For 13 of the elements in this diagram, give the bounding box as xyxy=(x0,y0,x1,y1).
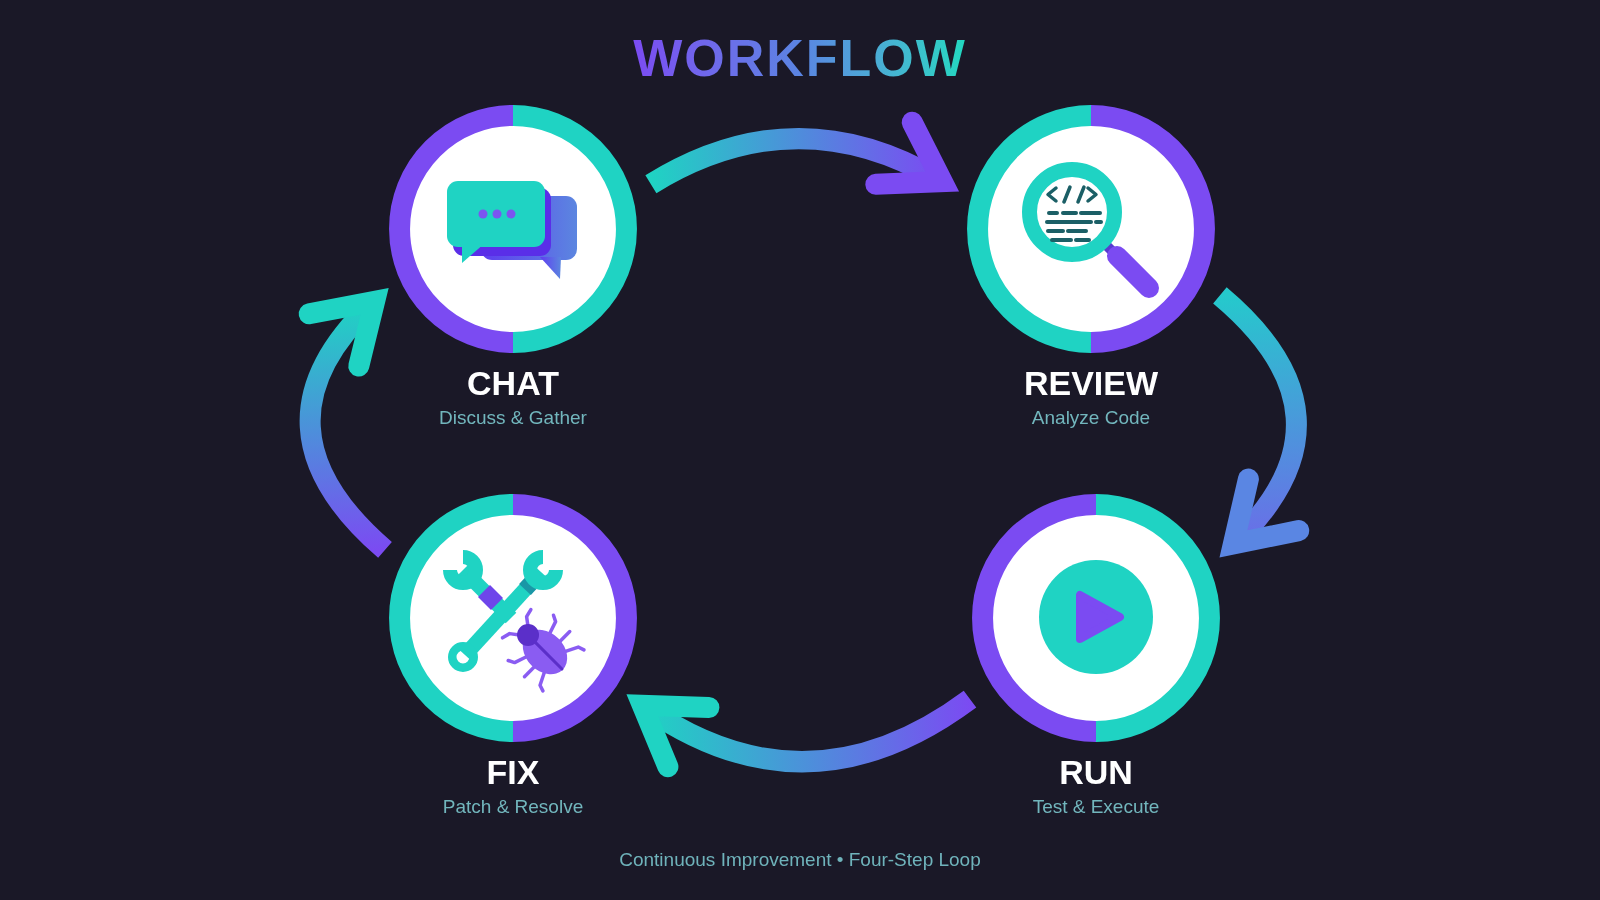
step-subtitle: Test & Execute xyxy=(1032,795,1160,819)
step-title: REVIEW xyxy=(1023,364,1159,402)
step-title: RUN xyxy=(1059,753,1133,791)
step-subtitle: Discuss & Gather xyxy=(439,406,587,430)
curved-arrow xyxy=(626,690,976,778)
step-subtitle: Analyze Code xyxy=(1031,406,1151,430)
step-title: CHAT xyxy=(467,364,559,402)
curved-arrow xyxy=(298,288,393,558)
curved-arrow xyxy=(645,111,960,195)
curved-arrow xyxy=(1212,287,1310,558)
step-subtitle: Patch & Resolve xyxy=(442,795,584,819)
step-title: FIX xyxy=(486,753,540,791)
caption: Continuous Improvement • Four-Step Loop xyxy=(619,848,981,872)
